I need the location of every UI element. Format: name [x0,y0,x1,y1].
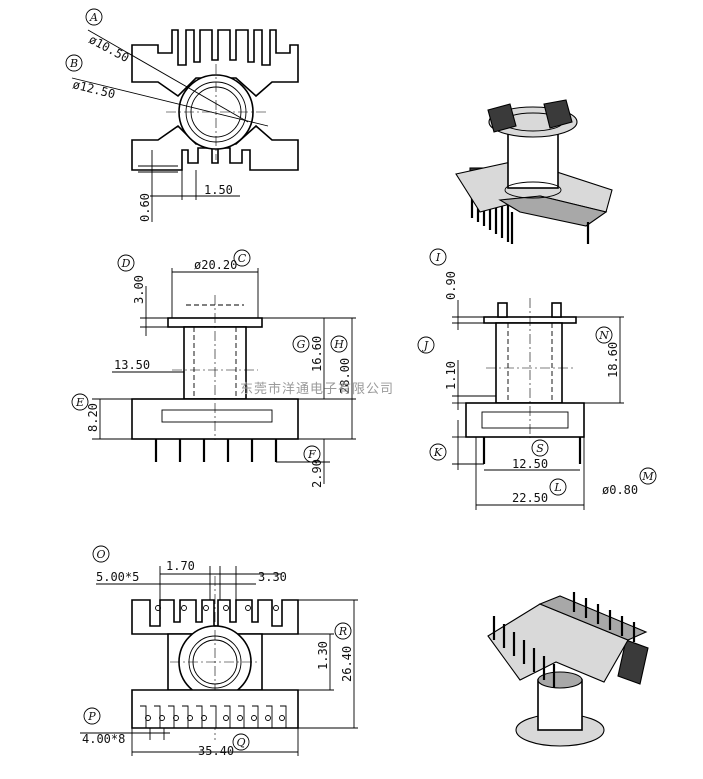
svg-text:A: A [89,11,98,24]
callout-e: E [71,393,89,411]
side-view-tube [495,322,563,404]
svg-text:O: O [96,548,105,561]
bottom-view-pin-holes [145,605,285,721]
side-view [452,298,624,510]
dim-front-flange-dia: ø20.20 [194,258,237,272]
svg-text:P: P [87,710,96,723]
svg-text:Q: Q [236,736,245,749]
callout-g: G [292,335,310,353]
dim-bottom-pitch-bottom: 4.00*8 [82,732,125,746]
dim-front-tube-width: 13.50 [114,358,150,372]
callout-n: N [595,326,613,344]
bottom-view [80,566,358,756]
callout-o: O [92,545,110,563]
callout-j: J [417,336,435,354]
dim-side-base-width: 22.50 [512,491,548,505]
dim-side-pin-dia: ø0.80 [602,483,638,497]
callout-m: M [639,467,657,485]
dim-top-inner-dia: ø10.50 [87,32,132,65]
svg-text:N: N [598,329,609,342]
svg-text:M: M [641,470,654,483]
dim-side-body-height: 18.60 [606,342,620,378]
callout-l: L [549,478,567,496]
isometric-view-top [455,99,613,244]
dim-front-flange-thk: 3.00 [132,275,146,304]
dim-bottom-total-width: 35.40 [198,744,234,758]
svg-text:G: G [297,338,306,351]
svg-text:K: K [433,446,443,459]
dim-bottom-gap: 1.70 [166,559,195,573]
dim-front-pin-length: 2.90 [310,459,324,488]
callout-h: H [330,335,348,353]
callout-r: R [334,622,352,640]
iso1-clip-left [487,103,517,133]
callout-f: F [303,445,321,463]
dim-front-total-height: 28.00 [338,358,352,394]
company-watermark: 东莞市洋通电子有限公司 [240,381,394,397]
bottom-view-bottom-rail [131,689,299,729]
dimension-labels: ø10.50 ø12.50 1.50 0.60 ø20.20 3.00 13.5… [71,32,638,758]
dim-front-base-height: 8.20 [86,403,100,432]
svg-text:L: L [553,481,561,494]
svg-text:E: E [75,396,84,409]
iso2-pin-block-right [617,639,649,685]
isometric-view-bottom [487,592,649,747]
bottom-view-top-rail [131,599,299,635]
top-view [71,29,299,222]
callouts: A B C D E F G H I J K L M N O P Q R S [65,8,657,751]
dim-side-pin-spacing: 12.50 [512,457,548,471]
dim-bottom-total-height: 26.40 [340,646,354,682]
svg-text:B: B [69,57,78,70]
side-view-base [465,402,585,438]
svg-text:C: C [238,252,247,265]
front-view [92,268,356,484]
svg-text:D: D [121,257,131,270]
dim-bottom-slot: 3.30 [258,570,287,584]
callout-s: S [531,439,549,457]
dim-front-winding-height: 16.60 [310,336,324,372]
callout-q: Q [232,733,250,751]
iso1-clip-right [543,99,573,129]
dim-bottom-pitch-top: 5.00*5 [96,570,139,584]
dim-side-step: 1.10 [444,361,458,390]
svg-text:H: H [333,338,344,351]
front-view-pins [154,439,278,462]
dim-top-slot-width: 1.50 [204,183,233,197]
svg-text:I: I [435,251,441,264]
svg-text:J: J [422,339,429,352]
callout-p: P [83,707,101,725]
dim-top-outer-dia: ø12.50 [71,77,116,101]
svg-text:R: R [338,625,347,638]
callout-b: B [65,54,83,72]
callout-i: I [429,248,447,266]
svg-text:F: F [307,448,316,461]
dim-side-flange-thk: 0.90 [444,271,458,300]
callout-k: K [429,443,447,461]
svg-text:S: S [536,442,544,455]
callout-c: C [233,249,251,267]
callout-d: D [117,254,135,272]
dim-top-slot-depth: 0.60 [138,193,152,222]
dim-bottom-inner-height: 1.30 [316,641,330,670]
callout-a: A [85,8,103,26]
iso2-pins-back [572,592,636,642]
iso2-pins-front [492,616,556,688]
